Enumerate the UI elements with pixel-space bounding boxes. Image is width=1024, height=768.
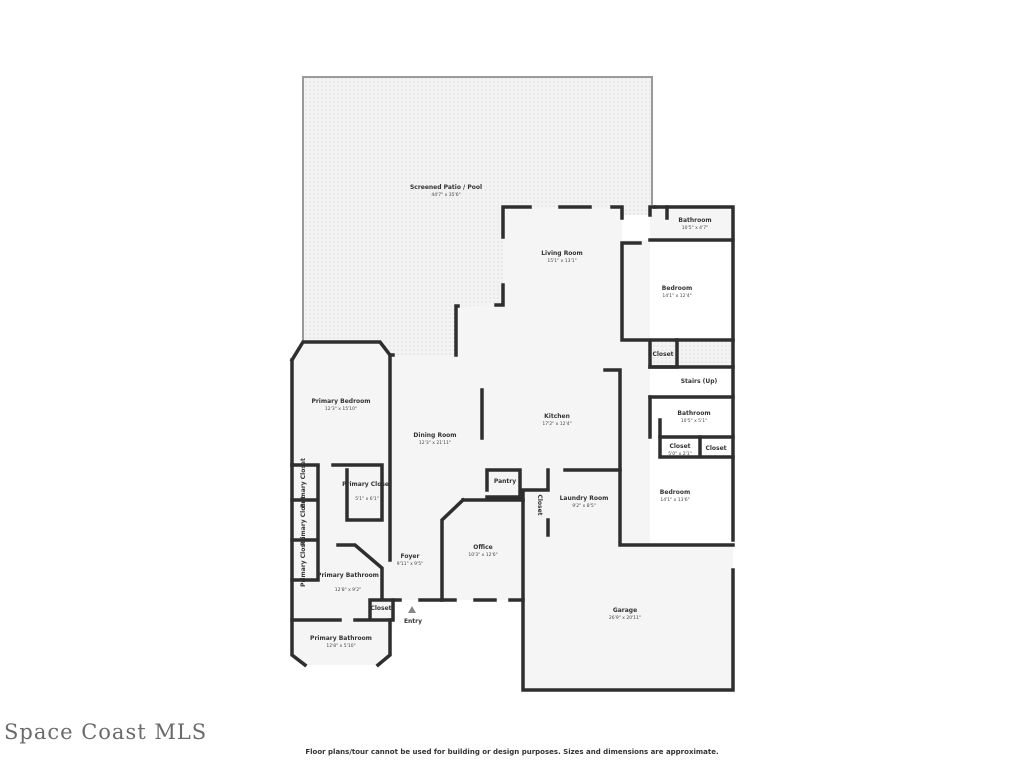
svg-text:Entry: Entry: [404, 618, 422, 625]
svg-text:Foyer: Foyer: [401, 553, 420, 560]
svg-text:Stairs (Up): Stairs (Up): [681, 378, 718, 385]
svg-text:14'1" x 12'4": 14'1" x 12'4": [662, 293, 691, 299]
svg-text:14'1" x 13'6": 14'1" x 13'6": [660, 497, 689, 503]
room-label: Screened Patio / Pool: [410, 184, 482, 191]
svg-text:9'11" x 9'5": 9'11" x 9'5": [397, 561, 423, 567]
svg-text:12'8" x 9'2": 12'8" x 9'2": [335, 587, 361, 593]
svg-text:Closet: Closet: [669, 443, 690, 450]
svg-text:Bathroom: Bathroom: [677, 410, 710, 417]
svg-text:Dining Room: Dining Room: [413, 432, 456, 439]
svg-text:Primary Closet: Primary Closet: [300, 537, 307, 587]
svg-text:Primary Bedroom: Primary Bedroom: [311, 398, 370, 405]
svg-text:Office: Office: [473, 544, 492, 551]
svg-text:Primary Closet: Primary Closet: [300, 496, 307, 546]
svg-text:Closet: Closet: [652, 351, 673, 358]
svg-text:5'0" x 2'1": 5'0" x 2'1": [668, 451, 692, 457]
svg-text:Pantry: Pantry: [494, 478, 516, 485]
svg-text:Bedroom: Bedroom: [662, 285, 692, 292]
svg-text:Living Room: Living Room: [541, 250, 583, 257]
svg-text:Closet: Closet: [370, 605, 391, 612]
svg-text:Primary Closet: Primary Closet: [300, 458, 307, 508]
svg-text:Primary Closet: Primary Closet: [342, 481, 392, 488]
disclaimer-text: Floor plans/tour cannot be used for buil…: [305, 748, 719, 756]
svg-text:Bedroom: Bedroom: [660, 489, 690, 496]
patio-screen: [302, 76, 653, 342]
svg-text:12'3" x 21'11": 12'3" x 21'11": [419, 440, 451, 446]
walls: [289, 205, 735, 692]
svg-text:15'1" x 13'1": 15'1" x 13'1": [547, 258, 576, 264]
svg-text:17'2" x 12'4": 17'2" x 12'4": [542, 421, 571, 427]
svg-text:5'1" x 6'1": 5'1" x 6'1": [355, 496, 379, 502]
svg-text:9'2" x 8'5": 9'2" x 8'5": [572, 503, 596, 509]
watermark-logo: Space Coast MLS: [4, 720, 208, 744]
svg-text:44'7" x 35'6": 44'7" x 35'6": [431, 192, 460, 198]
svg-text:26'9" x 20'11": 26'9" x 20'11": [609, 615, 641, 621]
svg-text:12'3" x 15'10": 12'3" x 15'10": [325, 406, 357, 412]
svg-text:10'3" x 12'6": 10'3" x 12'6": [468, 552, 497, 558]
stairs-hatch: [650, 342, 733, 367]
svg-text:Closet: Closet: [536, 494, 543, 515]
svg-text:Bathroom: Bathroom: [678, 217, 711, 224]
svg-text:Kitchen: Kitchen: [544, 413, 570, 420]
svg-text:Primary Bathroom: Primary Bathroom: [310, 635, 372, 642]
entry-arrow-icon: [408, 606, 416, 613]
svg-text:10'5" x 4'7": 10'5" x 4'7": [682, 225, 708, 231]
patio-area: [303, 77, 652, 355]
svg-text:Primary Bathroom: Primary Bathroom: [317, 572, 379, 579]
svg-text:Closet: Closet: [705, 445, 726, 452]
svg-text:Laundry Room: Laundry Room: [560, 495, 609, 502]
svg-text:Garage: Garage: [613, 607, 637, 614]
svg-text:12'8" x 5'10": 12'8" x 5'10": [326, 643, 355, 649]
svg-text:10'5" x 5'1": 10'5" x 5'1": [681, 418, 707, 424]
